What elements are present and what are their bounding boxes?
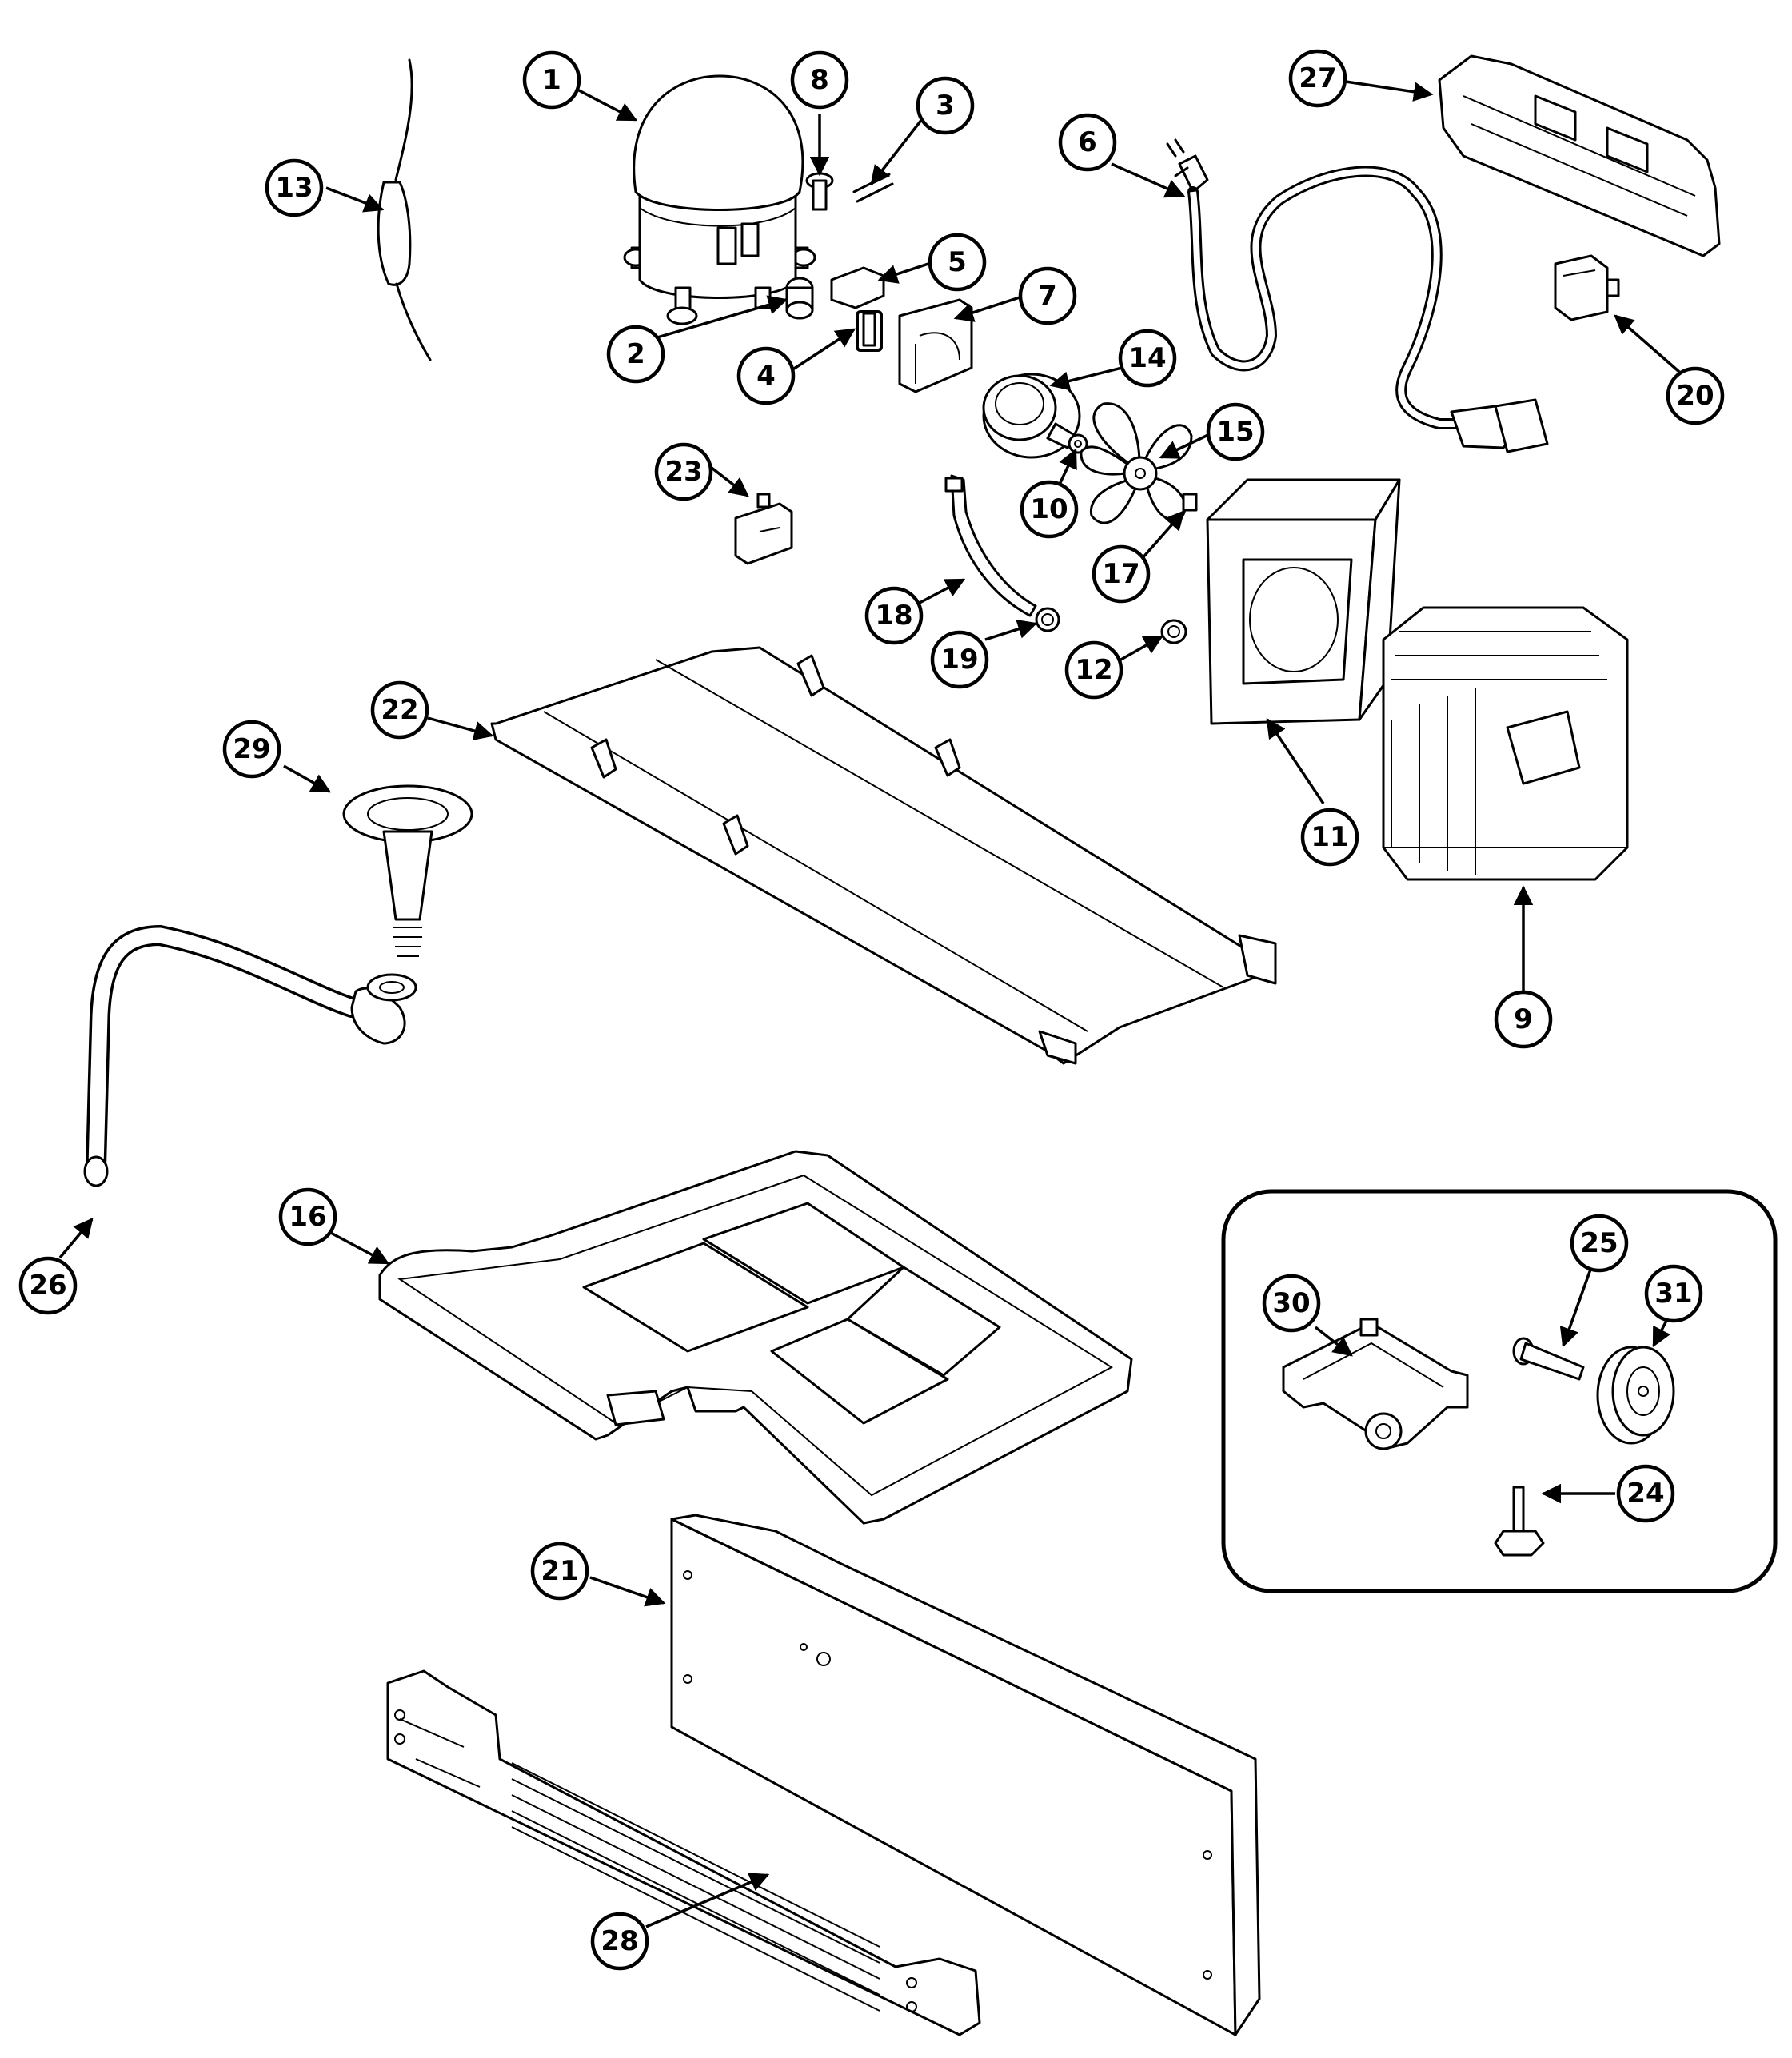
- callout-3: 3: [916, 76, 975, 135]
- clip-part: [852, 173, 894, 203]
- front-panel-part: [670, 1514, 1261, 2036]
- callout-30-label: 30: [1272, 1287, 1310, 1319]
- callout-12-label: 12: [1075, 654, 1112, 686]
- base-rail-part: [490, 646, 1277, 1065]
- callout-5-label: 5: [948, 246, 967, 278]
- nut-part: [1068, 433, 1088, 454]
- callout-22: 22: [370, 680, 429, 740]
- callout-27-label: 27: [1299, 62, 1336, 94]
- switch-part: [1554, 254, 1620, 321]
- callout-23-label: 23: [665, 456, 702, 488]
- bushing-part: [785, 277, 814, 320]
- filter-drier-part: [377, 58, 432, 361]
- callout-11-label: 11: [1311, 821, 1348, 853]
- drain-tube-part: [83, 924, 417, 1187]
- callout-16: 16: [278, 1187, 337, 1246]
- callout-16-label: 16: [289, 1201, 326, 1233]
- grommet-small-part: [1160, 619, 1187, 644]
- callout-18: 18: [864, 586, 924, 645]
- fan-motor-part: [982, 373, 1081, 459]
- overload-cover-part: [898, 298, 973, 393]
- roller-assembly-inset: [1221, 1189, 1778, 1593]
- callout-18-label: 18: [875, 600, 912, 632]
- callout-7: 7: [1018, 266, 1077, 325]
- callout-7-label: 7: [1038, 280, 1057, 312]
- callout-25: 25: [1570, 1214, 1629, 1273]
- fan-blade-part: [1080, 402, 1193, 524]
- callout-20-label: 20: [1676, 380, 1714, 412]
- callout-22-label: 22: [381, 694, 418, 726]
- callout-2: 2: [606, 325, 665, 384]
- callout-29: 29: [222, 720, 281, 779]
- drain-pan-part: [378, 1150, 1133, 1525]
- callout-28: 28: [590, 1912, 649, 1971]
- callout-19: 19: [930, 630, 989, 689]
- callout-6-label: 6: [1078, 126, 1097, 158]
- leader-lines: [58, 80, 1681, 1928]
- callout-31: 31: [1644, 1264, 1703, 1323]
- condenser-part: [1382, 606, 1629, 881]
- control-cover-part: [1438, 54, 1721, 257]
- callout-20: 20: [1666, 366, 1725, 425]
- callout-26-label: 26: [29, 1270, 66, 1302]
- callout-19-label: 19: [940, 644, 978, 676]
- relay-bracket-part: [830, 266, 885, 309]
- callout-2-label: 2: [626, 338, 645, 370]
- callout-14: 14: [1118, 329, 1177, 388]
- callout-11: 11: [1300, 808, 1359, 867]
- callout-26: 26: [18, 1256, 78, 1315]
- callout-6: 6: [1058, 113, 1117, 172]
- callout-21-label: 21: [541, 1555, 578, 1587]
- callout-14-label: 14: [1128, 342, 1166, 374]
- callout-8: 8: [790, 50, 849, 110]
- callout-29-label: 29: [233, 733, 270, 765]
- callout-9: 9: [1494, 990, 1553, 1049]
- callout-31-label: 31: [1654, 1278, 1692, 1310]
- callout-28-label: 28: [601, 1925, 638, 1957]
- callout-24-label: 24: [1626, 1478, 1664, 1510]
- callout-30: 30: [1262, 1274, 1321, 1333]
- leveling-leg-part: [1494, 1486, 1545, 1557]
- callout-4-label: 4: [756, 360, 776, 392]
- callout-9-label: 9: [1514, 1003, 1533, 1035]
- callout-10-label: 10: [1030, 493, 1068, 525]
- callout-21: 21: [530, 1542, 589, 1601]
- defrost-timer-part: [734, 493, 793, 565]
- axle-part: [1512, 1337, 1585, 1381]
- callout-3-label: 3: [936, 90, 955, 122]
- callout-15: 15: [1206, 402, 1265, 461]
- callout-27: 27: [1288, 49, 1347, 108]
- callout-13: 13: [265, 158, 324, 217]
- callout-13-label: 13: [275, 172, 313, 204]
- wheel-part: [1596, 1346, 1675, 1445]
- callout-8-label: 8: [810, 64, 829, 96]
- callout-17-label: 17: [1102, 558, 1139, 590]
- callout-17: 17: [1092, 544, 1151, 604]
- callout-10: 10: [1020, 480, 1079, 539]
- power-cord-part: [1166, 138, 1549, 453]
- callout-23: 23: [654, 442, 713, 501]
- motor-grommet-part: [1035, 607, 1060, 632]
- callout-15-label: 15: [1216, 416, 1254, 448]
- fan-shroud-part: [1206, 478, 1401, 725]
- callout-25-label: 25: [1580, 1227, 1618, 1259]
- callout-1-label: 1: [542, 64, 561, 96]
- relay-part: [856, 310, 883, 352]
- callout-4: 4: [736, 346, 796, 405]
- toe-grille-part: [386, 1669, 981, 2036]
- drain-funnel-part: [342, 784, 473, 957]
- callout-1: 1: [522, 50, 581, 110]
- callout-24: 24: [1616, 1464, 1675, 1523]
- roller-bracket-part: [1282, 1318, 1469, 1450]
- fan-clip-part: [1182, 493, 1198, 512]
- callout-5: 5: [928, 233, 987, 292]
- motor-bracket-part: [944, 474, 1037, 617]
- callout-12: 12: [1064, 640, 1123, 700]
- grommet-part: [805, 172, 834, 211]
